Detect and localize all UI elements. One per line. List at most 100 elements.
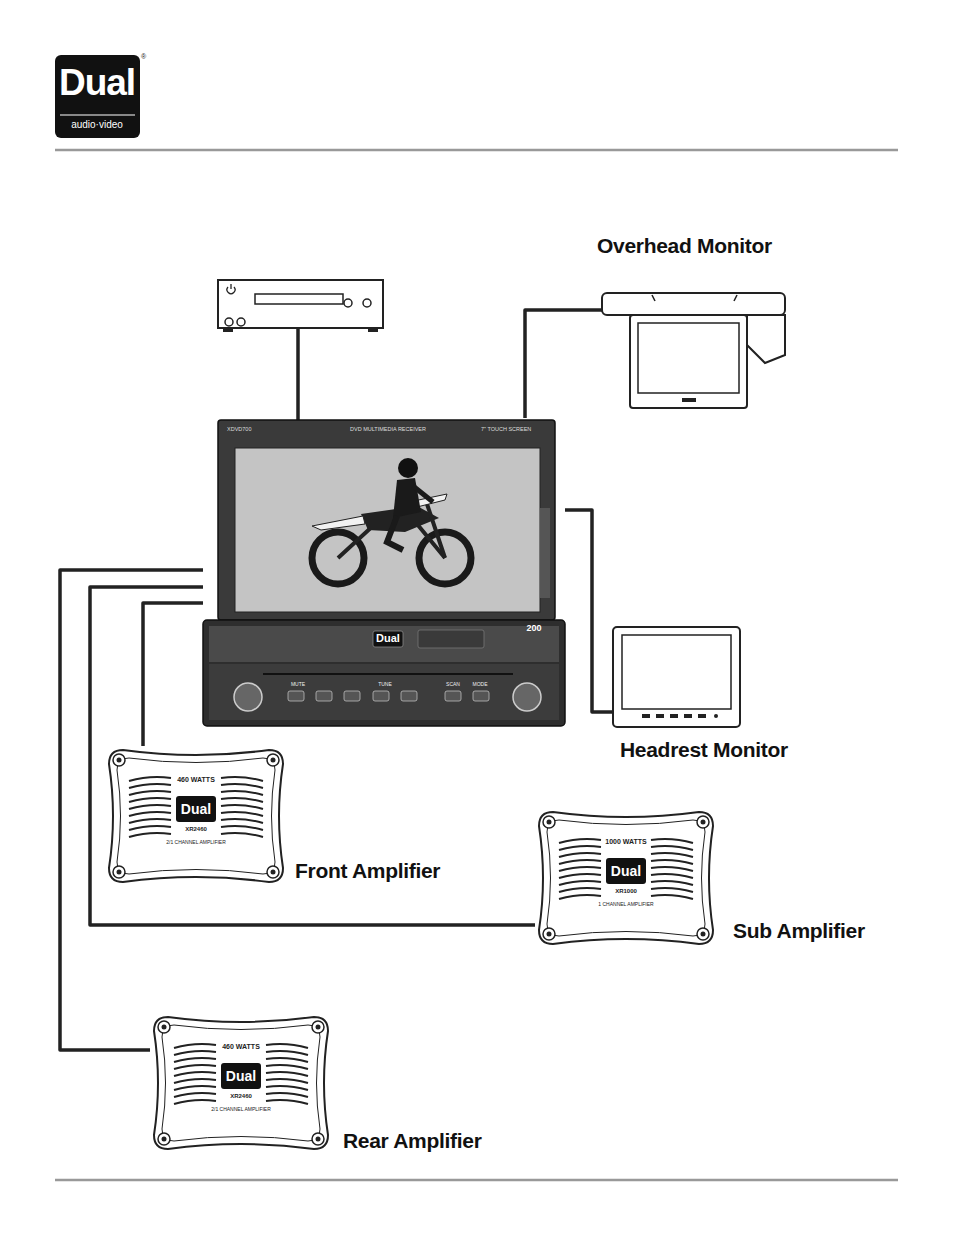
amp-vent [266,1058,308,1062]
amp-screw [697,816,709,828]
amp-vent [559,839,601,843]
monitor-button [656,714,664,718]
monitor-button [682,398,696,402]
amp-screw [547,820,552,825]
amp-vent [266,1051,308,1055]
wattage-badge: 200 [526,624,541,633]
rider-arm [413,486,433,502]
brand-logo: Dual [181,802,211,816]
amp-screw [158,1133,170,1145]
overhead-shape [597,233,791,415]
button-label: SCAN [446,682,460,687]
monitor-button [670,714,678,718]
monitor-button [642,714,650,718]
button [445,691,461,701]
amp-inner-outline [547,820,705,936]
dvd-foot [368,328,378,332]
amp-screw [316,1137,321,1142]
amp-vent [174,1086,216,1090]
amp-vent [129,826,171,830]
amp-inner-outline [117,758,275,874]
amp-screw [543,928,555,940]
amp-screw [158,1021,170,1033]
amp-screw [162,1025,167,1030]
amp-vent [559,860,601,864]
amp-vent [559,888,601,892]
amp-vent [651,895,693,899]
header-rule [55,149,898,152]
amp-vent [174,1058,216,1062]
headunit-shape [203,418,565,726]
dvd-wire [296,329,300,420]
amp-vent [559,874,601,878]
amplifier: 460 WATTSDualXR24602/1 CHANNEL AMPLIFIER… [150,1013,502,1157]
amp-vent [174,1044,216,1048]
amp-screw [117,870,122,875]
amp-screw [312,1133,324,1145]
amp-vent [651,888,693,892]
amp-screw [312,1021,324,1033]
bike-fender [312,516,365,530]
logo-subtitle: audio·video [71,120,123,130]
amp-vent [266,1072,308,1076]
amp-housing [539,812,713,944]
monitor-screen [622,635,731,709]
monitor-housing [613,627,740,727]
button [401,691,417,701]
device-label: Rear Amplifier [343,1130,482,1151]
button [316,691,332,701]
dvd-button [237,318,245,326]
amp-vent [221,791,263,795]
brand-logo: Dual [611,864,641,878]
amp-vent [266,1093,308,1097]
amp-description: 2/1 CHANNEL AMPLIFIER [166,840,226,845]
amp-screw [316,1025,321,1030]
cable [143,603,203,746]
monitor-button [698,714,706,718]
wattage-text: 460 WATTS [177,776,215,783]
model-number: XDVD700 [227,427,251,433]
mount-detail [652,295,655,301]
amp-vent [651,860,693,864]
button-cluster [418,630,484,648]
bike-fork [427,504,445,558]
amp-vent [174,1065,216,1069]
logo-text: Dual [59,64,135,101]
amp-vent [129,791,171,795]
monitor-button [684,714,692,718]
amp-vent [651,839,693,843]
amp-vent [129,833,171,837]
brand-logo: Dual [226,1069,256,1083]
amp-vent [129,812,171,816]
volume-knob [234,683,262,711]
cable [565,510,612,712]
amp-housing [154,1017,328,1149]
amp-vent [129,777,171,781]
amp-vent [221,777,263,781]
amp-vent [174,1079,216,1083]
amplifier: 1000 WATTSDualXR10001 CHANNEL AMPLIFIERS… [535,808,883,948]
button [288,691,304,701]
amp-inner-outline [162,1025,320,1141]
button-label: MODE [473,682,488,687]
amp-vent [266,1079,308,1083]
dvd-button [363,299,371,307]
footer-rule [55,1179,898,1182]
monitor-screen [638,323,739,393]
chassis [203,620,565,726]
device-label: Overhead Monitor [597,235,772,256]
unit-description: DVD MULTIMEDIA RECEIVER [350,427,426,433]
amp-vent [266,1086,308,1090]
amp-vent [174,1072,216,1076]
amp-screw [162,1137,167,1142]
logo-badge [221,1063,261,1089]
amp-vent [221,819,263,823]
amp-vent [651,874,693,878]
logo-rule [60,114,135,115]
amp-screw [543,816,555,828]
faceplate-bottom [209,664,559,720]
monitor-led [714,714,718,718]
amp-vent [266,1065,308,1069]
power-symbol [227,284,235,294]
